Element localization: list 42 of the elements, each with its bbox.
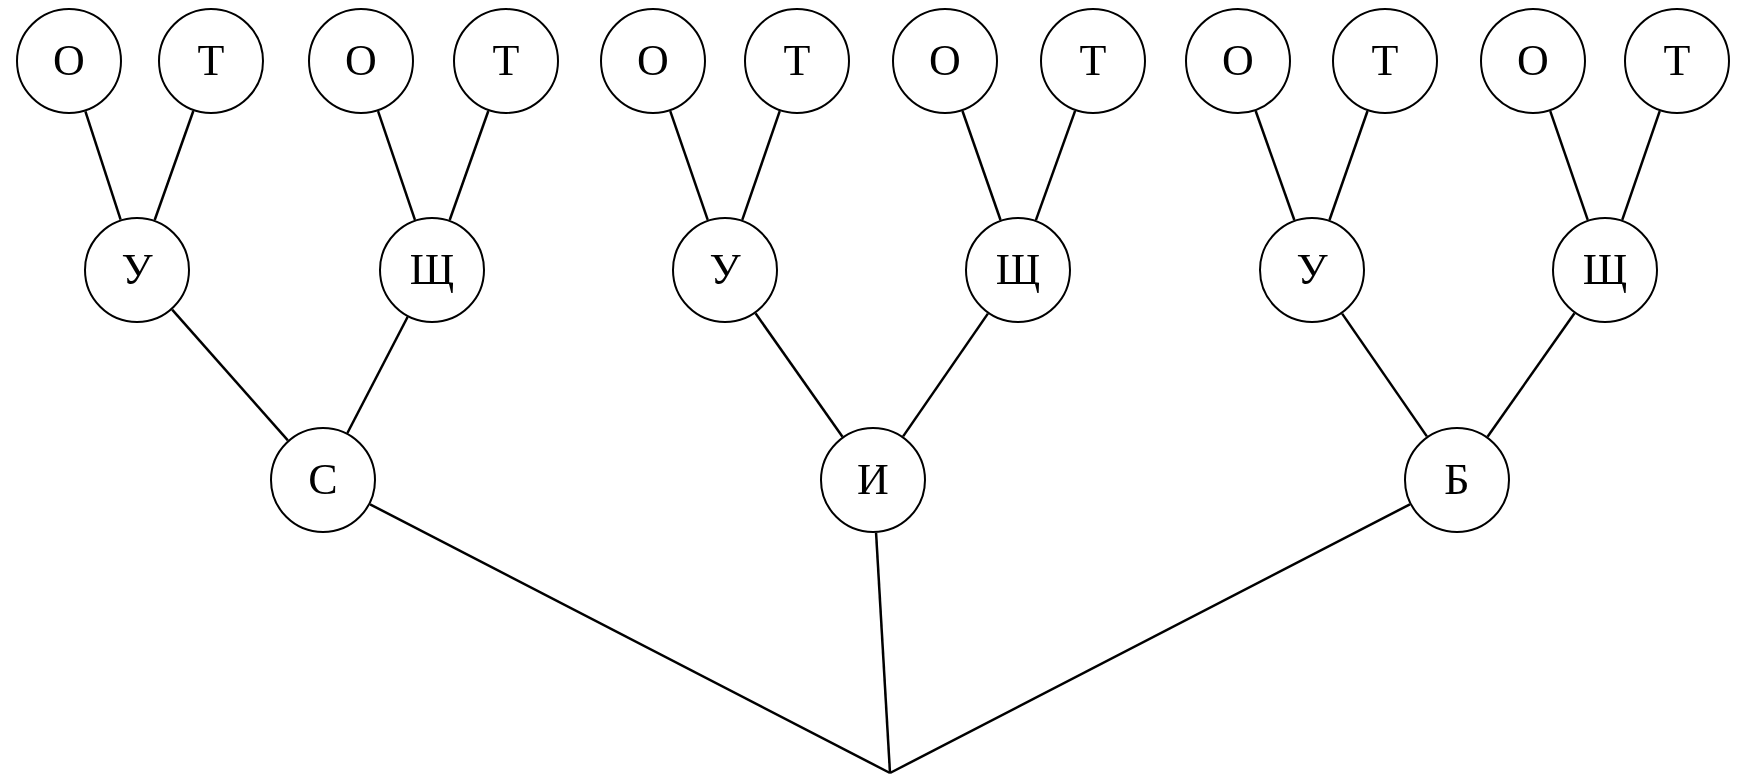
connector-line: [1549, 110, 1589, 221]
connector-line: [153, 110, 195, 221]
node-letter: У: [1296, 248, 1328, 292]
connector-line: [376, 110, 417, 221]
node-letter: Т: [1079, 39, 1107, 83]
connector-line: [1328, 110, 1369, 221]
node-letter: Т: [1371, 39, 1399, 83]
node-letter: О: [1517, 39, 1549, 83]
node-letter: Щ: [409, 248, 455, 292]
node-letter: Щ: [995, 248, 1041, 292]
node-letter: Т: [492, 39, 520, 83]
connector-line: [669, 110, 709, 221]
connector-line: [346, 316, 409, 434]
node-letter: О: [345, 39, 377, 83]
node-letter: О: [53, 39, 85, 83]
node-letter: Б: [1444, 458, 1470, 502]
node-letter: Т: [783, 39, 811, 83]
connector-line: [171, 308, 289, 442]
node-letter: Щ: [1582, 248, 1628, 292]
connector-line: [84, 111, 122, 220]
node-letter: У: [121, 248, 153, 292]
connector-line: [1341, 312, 1428, 438]
connector-line: [448, 110, 490, 221]
node-letter: О: [637, 39, 669, 83]
node-letter: Т: [1663, 39, 1691, 83]
node-letter: У: [709, 248, 741, 292]
connector-line: [1034, 110, 1077, 221]
connector-line: [1486, 312, 1576, 438]
node-letter: О: [929, 39, 961, 83]
node-letter: И: [857, 458, 889, 502]
node-letter: О: [1222, 39, 1254, 83]
connector-line: [1621, 110, 1661, 221]
connector-line: [754, 312, 844, 438]
connector-line: [961, 110, 1002, 221]
connector-line: [741, 110, 781, 221]
connector-line: [369, 503, 891, 775]
connector-line: [1254, 110, 1296, 221]
node-letter: С: [308, 458, 338, 502]
connector-line: [874, 532, 892, 774]
node-letter: Т: [197, 39, 225, 83]
connector-line: [889, 503, 1411, 775]
connector-line: [902, 312, 989, 438]
